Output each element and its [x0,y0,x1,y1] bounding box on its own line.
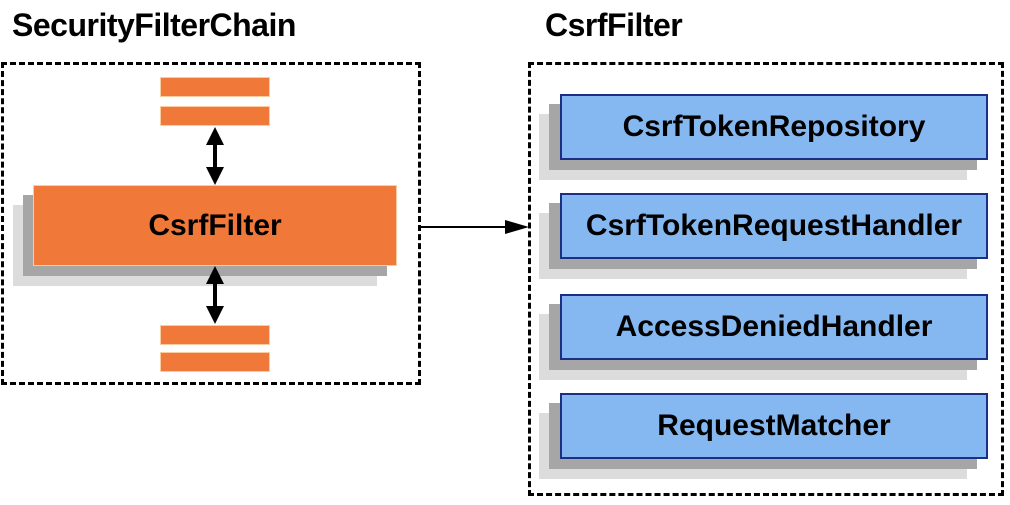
flow-arrow-icon [421,220,529,234]
csrf-filter-node: CsrfFilter [33,185,397,266]
csrf-token-repository-node: CsrfTokenRepository [560,94,988,160]
component-label: RequestMatcher [657,409,891,442]
filter-placeholder-bar [160,352,270,372]
access-denied-handler-node: AccessDeniedHandler [560,294,988,360]
security-filter-chain-title: SecurityFilterChain [12,7,296,43]
csrf-filter-container [528,62,1004,496]
csrf-filter-title: CsrfFilter [545,7,683,43]
component-label: CsrfTokenRepository [622,110,926,143]
csrf-filter-node-label: CsrfFilter [148,208,282,242]
security-filter-chain-container [1,62,421,385]
component-label: AccessDeniedHandler [615,310,933,343]
filter-placeholder-bar [160,325,270,345]
csrf-token-request-handler-node: CsrfTokenRequestHandler [560,193,988,259]
filter-placeholder-bar [160,77,270,97]
bidirectional-arrow-icon [206,127,224,185]
component-label: CsrfTokenRequestHandler [585,209,963,242]
filter-placeholder-bar [160,106,270,126]
bidirectional-arrow-icon [206,266,224,324]
request-matcher-node: RequestMatcher [560,393,988,459]
